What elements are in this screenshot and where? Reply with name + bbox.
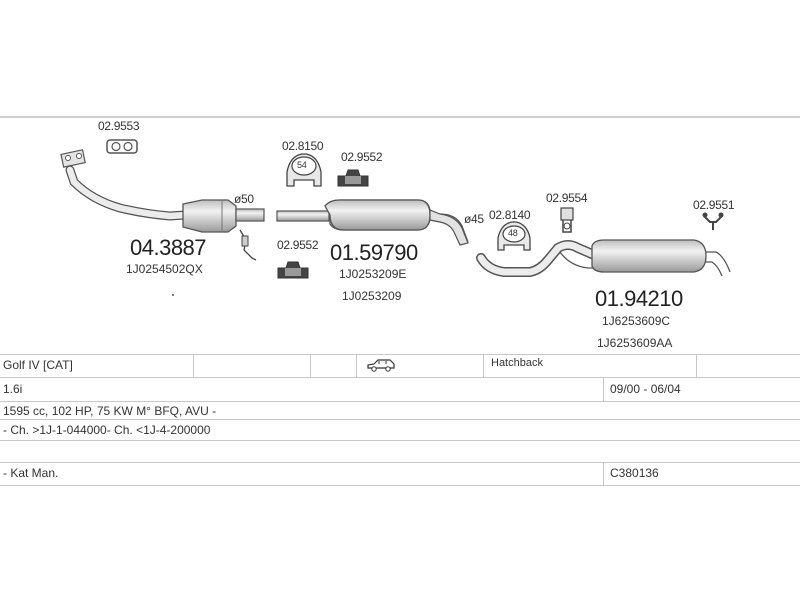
rear-silencer-oem-1: 1J6253609C [602, 314, 671, 328]
clamp-mid-code: 02.8150 [282, 139, 324, 153]
catalyst-oem-1: 1J0254502QX [126, 262, 203, 276]
vehicle-code: C380136 [610, 466, 659, 480]
vehicle-body: Hatchback [491, 357, 543, 369]
rear-silencer-part [476, 239, 731, 277]
hanger-mid-bottom [277, 261, 309, 279]
vehicle-engine: 1.6i [3, 382, 23, 396]
middle-silencer-part [276, 199, 469, 246]
hatchback-car-icon [366, 358, 396, 375]
vehicle-spec: 1595 cc, 102 HP, 75 KW M° BFQ, AVU - [3, 404, 217, 418]
rear-silencer-part-number: 01.94210 [595, 286, 683, 311]
catalyst-part [60, 149, 265, 261]
hanger-rear [560, 207, 574, 233]
hanger-mid-top-code: 02.9552 [341, 150, 383, 164]
clamp-mid-size: 54 [297, 160, 307, 170]
clamp-rear [497, 221, 531, 251]
clamp-rear-size: 48 [508, 228, 518, 238]
clamp-mid [286, 153, 322, 187]
vehicle-chassis: - Ch. >1J-1-044000- Ch. <1J-4-200000 [3, 423, 211, 437]
middle-silencer-part-number: 01.59790 [330, 240, 418, 265]
vehicle-note: - Kat Man. [3, 466, 59, 480]
gasket-front-code: 02.9553 [98, 119, 140, 133]
middle-silencer-oem-1: 1J0253209E [339, 267, 407, 281]
vehicle-model: Golf IV [CAT] [3, 358, 73, 372]
diameter-front: ø50 [234, 192, 254, 206]
rear-silencer-oem-2: 1J6253609AA [597, 336, 673, 350]
catalyst-part-number: 04.3887 [130, 235, 207, 260]
diameter-rear: ø45 [464, 212, 484, 226]
vehicle-period: 09/00 - 06/04 [610, 382, 681, 396]
hanger-tail [702, 212, 724, 230]
hanger-tail-code: 02.9551 [693, 198, 735, 212]
hanger-rear-code: 02.9554 [546, 191, 588, 205]
hanger-mid-top [337, 169, 369, 187]
gasket-front [106, 139, 138, 154]
hanger-mid-bottom-code: 02.9552 [277, 238, 319, 252]
middle-silencer-oem-2: 1J0253209 [342, 289, 402, 303]
clamp-rear-code: 02.8140 [489, 208, 531, 222]
